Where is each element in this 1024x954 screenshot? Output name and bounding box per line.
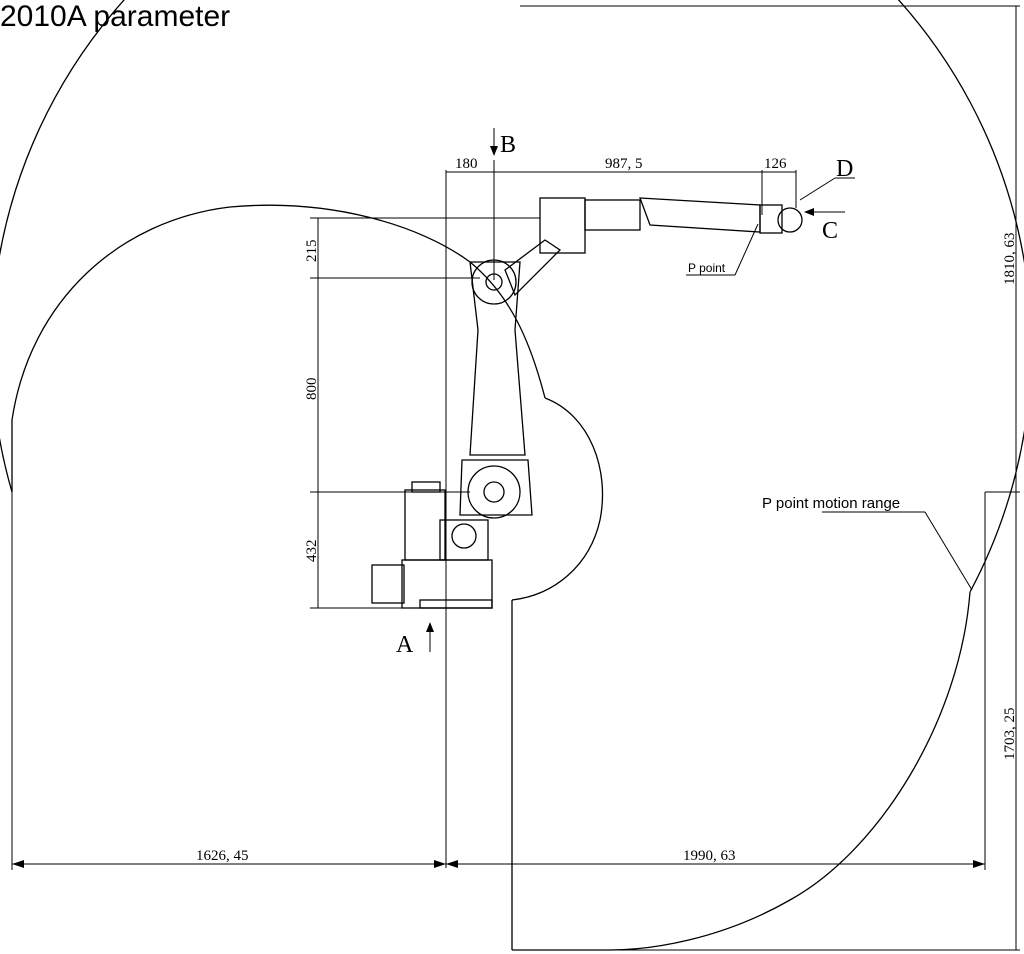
dim-1703-25: 1703, 25 <box>1002 708 1018 761</box>
label-c: C <box>822 218 838 244</box>
outer-envelope-arc <box>0 0 1024 593</box>
arrowhead <box>446 860 458 868</box>
dim-1810-63: 1810, 63 <box>1002 233 1018 286</box>
robot-base <box>371 481 493 609</box>
label-d-marker: D <box>799 156 855 201</box>
p-point-label: P point <box>688 261 726 275</box>
inner-envelope-arc <box>11 204 546 421</box>
dim-987-5: 987, 5 <box>605 156 643 172</box>
arrowhead <box>434 860 446 868</box>
arrowhead <box>973 860 985 868</box>
dim-215: 215 <box>304 240 320 263</box>
label-a: A <box>396 632 414 658</box>
dim-126: 126 <box>764 156 787 172</box>
dim-1626-45: 1626, 45 <box>196 848 249 864</box>
label-b: B <box>500 132 516 158</box>
label-a-marker: A <box>396 622 434 658</box>
arrowhead <box>12 860 24 868</box>
dim-432: 432 <box>304 540 320 563</box>
dim-1990-63: 1990, 63 <box>683 848 736 864</box>
label-d: D <box>836 156 853 182</box>
robot-upper-arm <box>504 197 803 297</box>
p-point-callout: P point <box>686 223 759 276</box>
outer-envelope-lower-arc <box>512 591 971 951</box>
label-b-marker: B <box>490 128 516 158</box>
dim-180: 180 <box>455 156 478 172</box>
diagram-title: 2010A parameter <box>0 0 231 33</box>
motion-range-callout: P point motion range <box>762 495 973 591</box>
inner-recess-arc <box>511 397 604 601</box>
label-c-marker: C <box>804 208 845 244</box>
motion-range-label: P point motion range <box>762 495 900 512</box>
dim-800: 800 <box>304 378 320 401</box>
robot-lower-arm <box>459 259 533 519</box>
